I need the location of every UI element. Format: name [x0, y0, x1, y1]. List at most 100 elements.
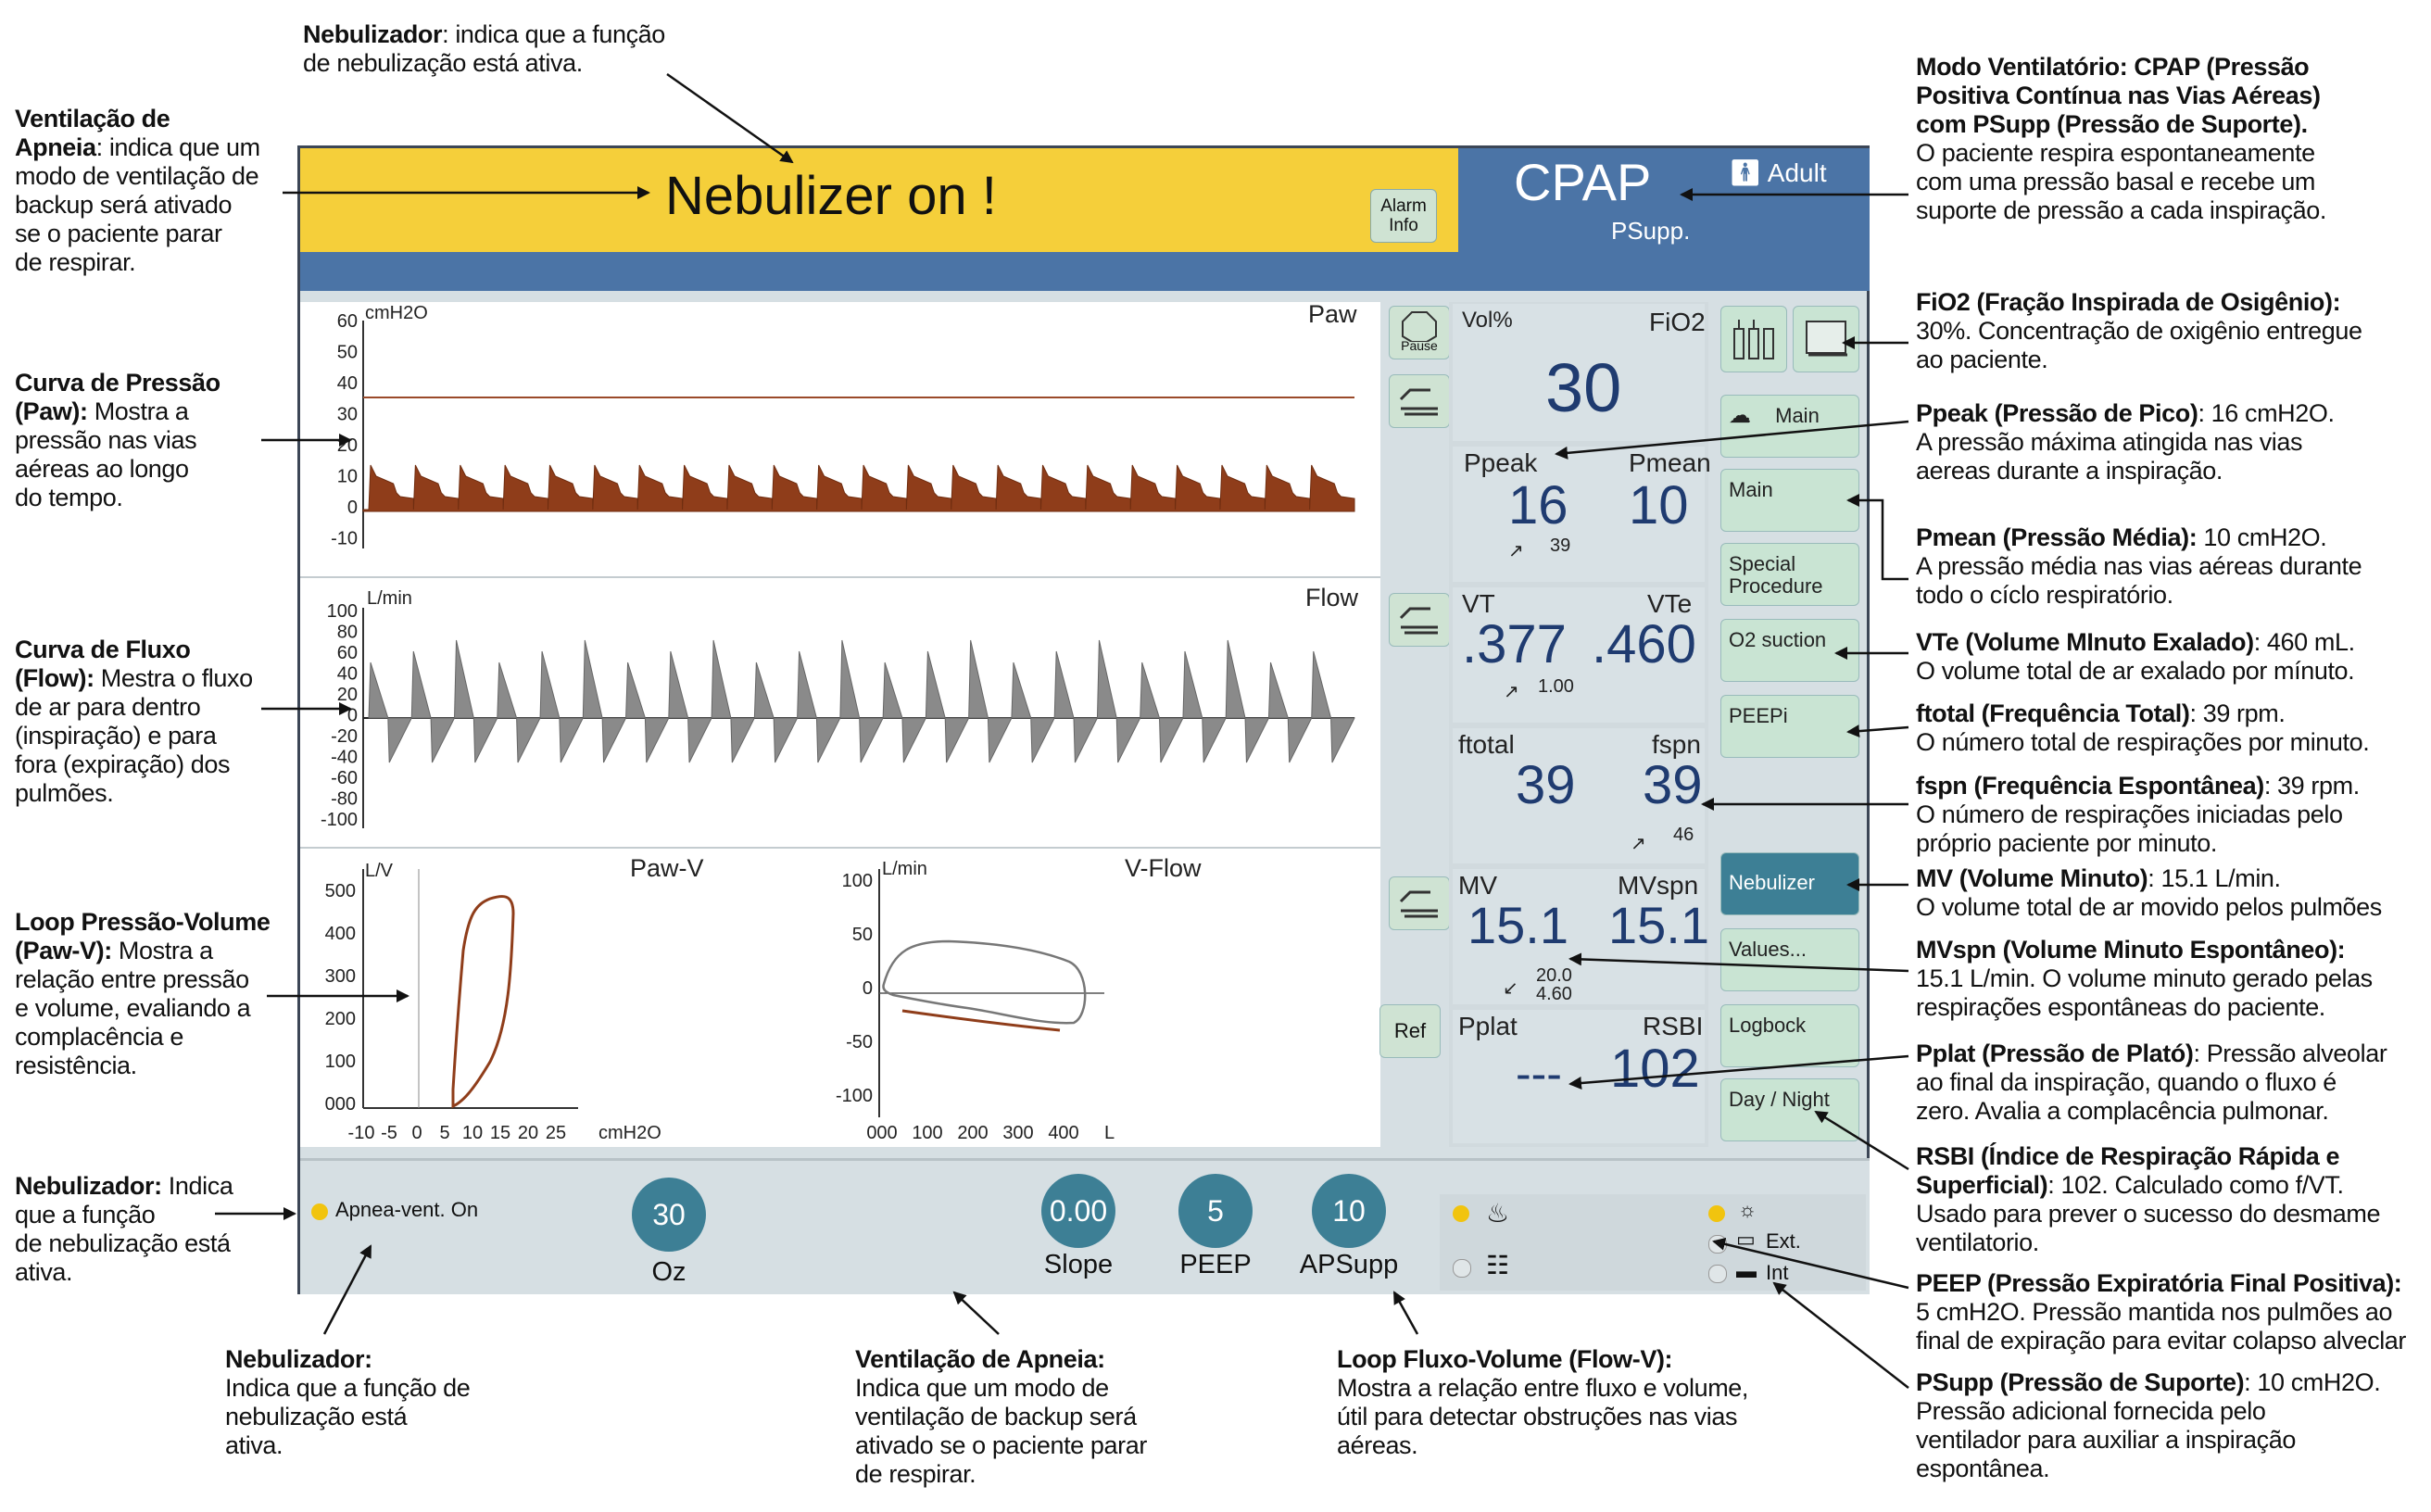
paw-tick-label: 30 — [337, 405, 358, 425]
apsupp-knob[interactable]: 10 — [1312, 1174, 1386, 1248]
humidifier-icon: ♨ — [1486, 1199, 1510, 1228]
annotation-mv: MV (Volume Minuto): 15.1 L/min. O volume… — [1916, 864, 2382, 921]
pawv-unit-x: cmH2O — [598, 1123, 661, 1143]
ftotal-value: 39 — [1516, 755, 1576, 815]
peepi-button[interactable]: PEEPi — [1720, 695, 1859, 758]
vt-limit: 1.00 — [1538, 676, 1574, 697]
flow-scale-button[interactable] — [1389, 593, 1450, 647]
main-button-2[interactable]: Main — [1720, 469, 1859, 532]
annotation-vte: VTe (Volume MInuto Exalado): 460 mL. O v… — [1916, 628, 2355, 685]
annotation-apnea-bottom: Ventilação de Apneia: Indica que um modo… — [855, 1345, 1147, 1488]
flow-tick-label: -80 — [331, 789, 358, 810]
flow-tick-label: 100 — [327, 601, 358, 622]
patient-type[interactable]: 🚹︎ Adult — [1710, 148, 1870, 252]
paw-scale-button[interactable] — [1389, 374, 1450, 428]
pawv-xtick-label: -10 — [348, 1123, 375, 1143]
pawv-title: Paw-V — [630, 854, 704, 882]
vflow-xtick-label: 200 — [957, 1123, 988, 1143]
pawv-xtick-label: 20 — [518, 1123, 538, 1143]
patient-label: Adult — [1767, 158, 1827, 187]
pawv-xtick-label: 25 — [546, 1123, 566, 1143]
battery-ext-icon: ▭ — [1736, 1228, 1756, 1251]
mode-name: CPAP — [1514, 153, 1652, 211]
pawv-xtick-label: -5 — [381, 1123, 397, 1143]
pawv-loop — [451, 895, 515, 1109]
gas-button[interactable] — [1720, 306, 1787, 372]
peep-knob[interactable]: 5 — [1178, 1174, 1253, 1248]
annotation-nebulizer-top: Nebulizador: indica que a função de nebu… — [303, 20, 665, 77]
annotation-apnea-left: Ventilação de Apneia: indica que um modo… — [15, 105, 260, 276]
ext-label: Ext. — [1766, 1229, 1801, 1253]
annotation-ftotal: ftotal (Frequência Total): 39 rpm. O núm… — [1916, 699, 2370, 756]
pawv-unit-y: L/V — [365, 861, 394, 881]
slope-knob[interactable]: 0.00 — [1041, 1174, 1115, 1248]
vflow-xtick-label: 000 — [866, 1123, 897, 1143]
graph-scale-icon — [1399, 890, 1438, 918]
nebulizer-label: Nebulizer — [1729, 871, 1815, 894]
pressure-cell: Ppeak Pmean 16 10 ↗ 39 — [1453, 447, 1711, 582]
paw-tick-label: -10 — [331, 529, 358, 549]
flow-tick-label: 80 — [337, 623, 358, 643]
ppeak-value: 16 — [1508, 475, 1568, 536]
pause-button[interactable]: Pause — [1389, 306, 1450, 359]
annotation-paw: Curva de Pressão (Paw): Mostra a pressão… — [15, 369, 220, 511]
alarm-info-button[interactable]: Alarm Info — [1370, 189, 1437, 243]
nebulizer-button[interactable]: Nebulizer — [1720, 852, 1859, 915]
vflow-ytick-label: 100 — [842, 871, 873, 891]
oz-knob[interactable]: 30 — [632, 1178, 706, 1252]
special-procedure-button[interactable]: Special Procedure — [1720, 543, 1859, 606]
limit-arrow-icon: ↙ — [1503, 978, 1518, 999]
mv-limit-low: 4.60 — [1536, 984, 1572, 1004]
annotation-peep: PEEP (Pressão Expiratória Final Positiva… — [1916, 1269, 2407, 1354]
mvspn-label: MVspn — [1618, 871, 1699, 900]
fspn-label: fspn — [1652, 730, 1701, 759]
pause-label: Pause — [1401, 338, 1438, 353]
pawv-ytick-label: 500 — [325, 881, 356, 901]
mode-display[interactable]: CPAP PSupp. — [1458, 148, 1710, 252]
special-procedure-label: Special Procedure — [1729, 552, 1823, 598]
loop-scale-button[interactable] — [1389, 876, 1450, 930]
vflow-ytick-label: -50 — [846, 1032, 873, 1052]
graph-scale-icon — [1399, 607, 1438, 635]
annotation-loop: Loop Pressão-Volume (Paw-V): Mostra a re… — [15, 908, 271, 1079]
values-button[interactable]: Values... — [1720, 928, 1859, 991]
mv-limit-high: 20.0 — [1536, 965, 1572, 986]
status-dot-inactive — [1453, 1259, 1471, 1278]
annotation-ppeak: Ppeak (Pressão de Pico): 16 cmH2O. A pre… — [1916, 399, 2335, 485]
ppeak-label: Ppeak — [1464, 448, 1538, 477]
o2-suction-button[interactable]: O2 suction — [1720, 619, 1859, 682]
annotation-nebulizer-bottom: Nebulizador: Indica que a função de nebu… — [225, 1345, 471, 1459]
flow-tick-label: 0 — [347, 706, 358, 726]
annotation-mode: Modo Ventilatório: CPAP (Pressão Positiv… — [1916, 53, 2326, 224]
rate-cell: ftotal fspn 39 39 ↗ 46 — [1453, 728, 1705, 863]
vflow-loop — [882, 939, 1087, 1025]
main-button-1[interactable]: ☁ Main — [1720, 395, 1859, 458]
pplat-label: Pplat — [1458, 1012, 1518, 1040]
paw-tick-label: 60 — [337, 311, 358, 332]
values-label: Values... — [1729, 938, 1807, 961]
oz-label: Oz — [651, 1257, 686, 1287]
limit-arrow-icon: ↗ — [1504, 682, 1519, 702]
ppeak-limit: 39 — [1550, 536, 1571, 556]
sun-icon: ☼ — [1738, 1198, 1757, 1221]
vflow-ytick-label: 50 — [852, 925, 873, 945]
ext-indicator — [1708, 1235, 1727, 1254]
peepi-label: PEEPi — [1729, 704, 1788, 727]
vte-label: VTe — [1647, 589, 1693, 618]
screen-button[interactable] — [1793, 306, 1859, 372]
flow-tick-label: 40 — [337, 664, 358, 685]
pawv-ytick-label: 200 — [325, 1009, 356, 1029]
pawv-ytick-label: 000 — [325, 1094, 356, 1115]
flow-waveform — [368, 639, 1355, 763]
paw-tick-label: 0 — [347, 498, 358, 518]
paw-tick-label: 10 — [337, 467, 358, 487]
o2-suction-label: O2 suction — [1729, 628, 1827, 651]
ref-button[interactable]: Ref — [1379, 1004, 1441, 1058]
rsbi-value: 102 — [1610, 1039, 1700, 1099]
paw-tick-label: 20 — [337, 435, 358, 456]
apnea-indicator — [311, 1203, 328, 1220]
paw-unit: cmH2O — [365, 303, 428, 323]
logbook-button[interactable]: Logbock — [1720, 1004, 1859, 1067]
day-night-button[interactable]: Day / Night — [1720, 1078, 1859, 1141]
paw-waveform — [362, 464, 1355, 512]
